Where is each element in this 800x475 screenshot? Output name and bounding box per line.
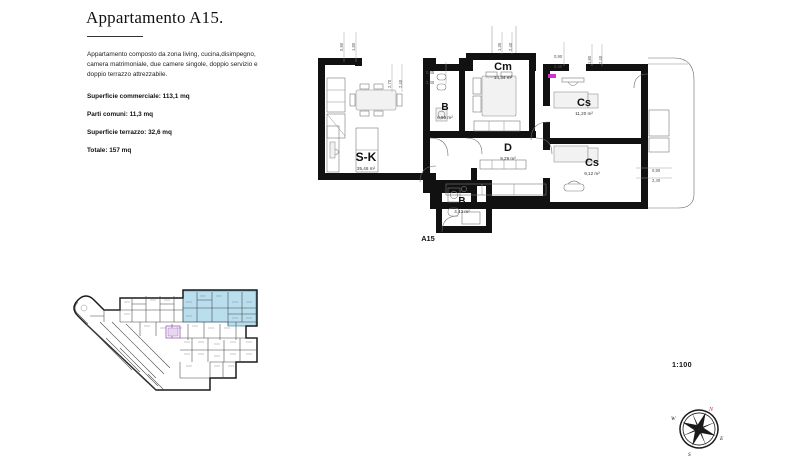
room-label-b1: B (441, 102, 448, 113)
compass-west-label: W (671, 416, 676, 422)
dim-2-bottom: 2,40 (426, 80, 435, 85)
room-label-cm: Cm (494, 61, 512, 73)
room-label-d: D (504, 142, 512, 154)
main-floor-plan: .w{fill:#111;} .thin{fill:none;stroke:#6… (296, 18, 716, 268)
dim-6-bottom: 2,40 (652, 178, 661, 183)
dim-0-top: 0,90 (339, 42, 344, 51)
room-area-cm: 14,34 m² (494, 75, 513, 80)
compass-rose: N E S W (668, 398, 730, 460)
spec-superficie-commerciale: Superficie commerciale: 113,1 mq (87, 93, 190, 100)
spec-parti-comuni: Parti comuni: 11,3 mq (87, 111, 154, 118)
dim-3-bottom: 2,40 (508, 42, 513, 51)
dim-1-bottom: 2,40 (398, 79, 403, 88)
room-area-b2: 4,43 m² (454, 209, 470, 214)
compass-south-label: S (688, 452, 691, 458)
unit-tag: A15 (421, 234, 435, 243)
room-area-d: 9,29 m² (500, 156, 516, 161)
room-area-sk: 35,46 m² (357, 166, 376, 171)
room-label-sk: S-K (356, 150, 377, 164)
room-label-cs2: Cs (585, 157, 599, 169)
dim-1-top: 2,70 (387, 79, 392, 88)
key-plan: .kw{stroke:#1a1a1a;stroke-width:1.5;fill… (60, 278, 275, 396)
dim-3-top: 1,35 (497, 42, 502, 51)
page-title: Appartamento A15. (86, 8, 224, 27)
dim-2-top: 0,45 (426, 70, 435, 75)
room-area-cs2: 9,12 m² (584, 171, 600, 176)
compass-east-label: E (719, 436, 724, 442)
title-divider (87, 36, 143, 37)
room-area-b1: 6,69 m² (437, 115, 453, 120)
room-label-b2: B (458, 196, 465, 207)
dim-0-bottom: 1,80 (351, 42, 356, 51)
room-area-cs1: 11,20 m² (575, 111, 593, 116)
spec-superficie-terrazzo: Superficie terrazzo: 32,6 mq (87, 129, 172, 136)
dim-6-top: 0,90 (652, 168, 661, 173)
room-label-cs1: Cs (577, 97, 591, 109)
spec-totale: Totale: 157 mq (87, 147, 132, 154)
dim-5-bottom: 2,40 (598, 55, 603, 64)
scale-indicator: 1:100 (672, 360, 692, 369)
dim-5-top: 1,80 (587, 55, 592, 64)
dim-4-bottom: 2,40 (554, 64, 563, 69)
compass-north-label: N (708, 407, 714, 413)
dim-4-top: 0,90 (554, 54, 563, 59)
apartment-description: Appartamento composto da zona living, cu… (87, 51, 258, 78)
